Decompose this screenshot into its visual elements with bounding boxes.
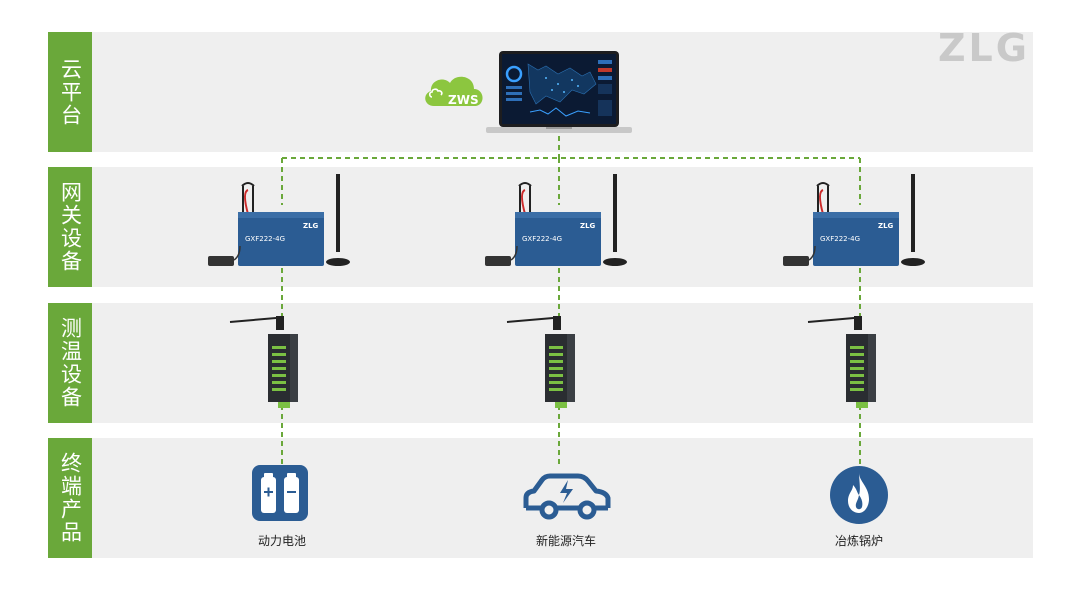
- cloud-platform-name: ZWS: [448, 93, 479, 107]
- terminal-label-furnace: 冶炼锅炉: [834, 534, 883, 548]
- laptop-dashboard-image: [486, 51, 632, 133]
- row-label-text: 测温设备: [58, 317, 83, 409]
- row-label-gateway: 网关设备: [48, 167, 92, 287]
- gateway-device-2: [485, 174, 627, 266]
- temperature-sensor-3: [807, 316, 876, 408]
- terminal-label-ev: 新能源汽车: [535, 534, 596, 548]
- gateway-device-1: [208, 174, 350, 266]
- cloud-icon: [425, 76, 483, 106]
- gateway-model-label: GXF222-4G: [820, 235, 861, 243]
- gateway-brand-label: ZLG: [303, 222, 319, 230]
- terminal-label-battery: 动力电池: [257, 534, 306, 548]
- row-label-text: 网关设备: [58, 181, 83, 273]
- temperature-sensor-1: [229, 316, 298, 408]
- row-label-temperature: 测温设备: [48, 303, 92, 423]
- row-label-text: 终端产品: [58, 452, 83, 544]
- electric-car-icon: [523, 473, 611, 520]
- row-label-text: 云平台: [58, 57, 83, 127]
- gateway-brand-label: ZLG: [580, 222, 596, 230]
- row-label-cloud: 云平台: [48, 32, 92, 152]
- temperature-sensor-2: [506, 316, 575, 408]
- row-label-terminal: 终端产品: [48, 438, 92, 558]
- gateway-model-label: GXF222-4G: [522, 235, 563, 243]
- battery-icon: [252, 465, 308, 521]
- zlg-logo: ZLG: [938, 26, 1030, 70]
- gateway-device-3: [783, 174, 925, 266]
- gateway-brand-label: ZLG: [878, 222, 894, 230]
- flame-icon: [830, 466, 888, 524]
- gateway-model-label: GXF222-4G: [245, 235, 286, 243]
